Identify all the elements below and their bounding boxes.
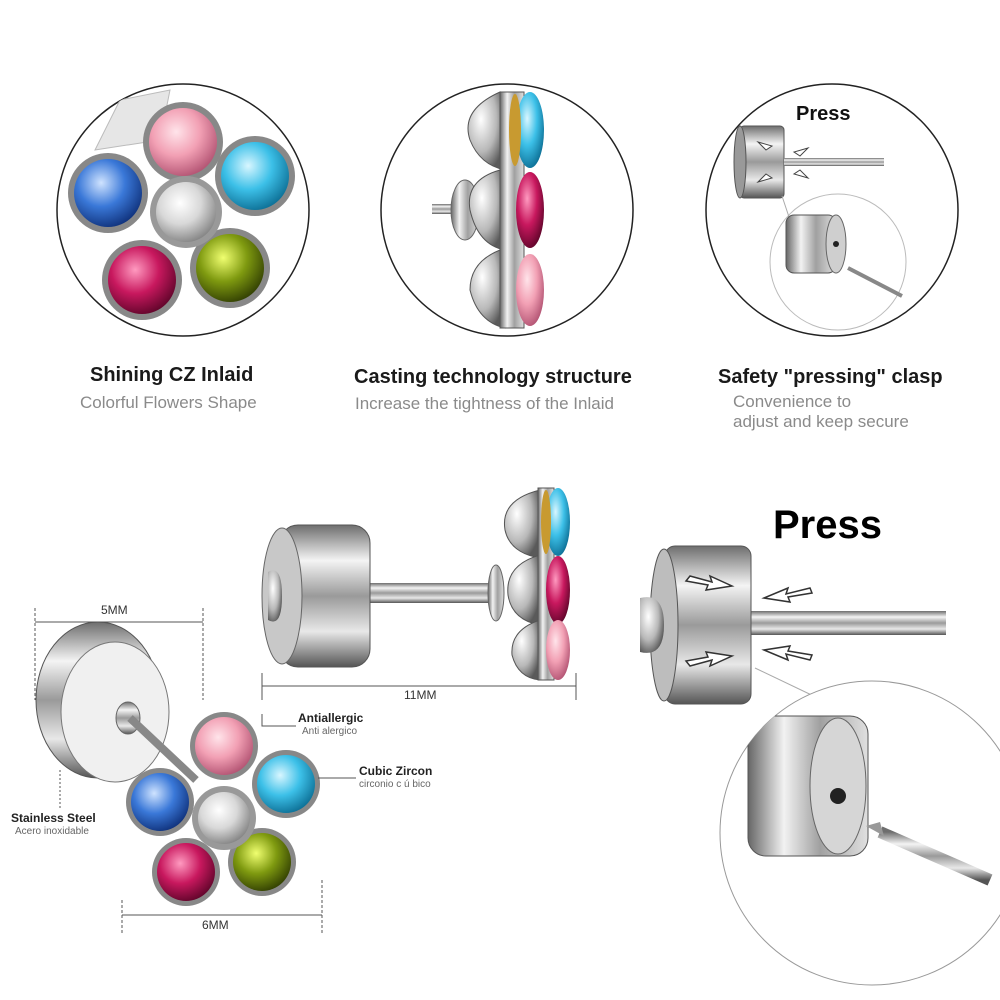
flower-gems-small [126,712,320,906]
feature-circle-clasp [705,83,959,337]
feature-title-3: Safety "pressing" clasp [718,366,943,388]
press-label-large: Press [773,503,882,547]
feature-title-2: Casting technology structure [354,366,632,388]
dimension-11mm [261,673,577,700]
press-label-small: Press [796,103,851,125]
callout-cubic-zircon: Cubic Zircon [359,764,433,778]
feature-circle-flower [56,83,310,337]
feature-circle-casting [380,83,634,337]
dimension-lines-front [34,608,356,935]
flower-gems-large [68,102,295,320]
callout-cubic-zircon-es: circonio c ú bico [359,779,431,790]
press-arrows [684,574,814,668]
callout-antiallergic-es: Anti alergico [302,726,358,737]
callout-antiallergic: Antiallergic [298,711,364,725]
callout-stainless-steel-es: Acero inoxidable [15,826,89,837]
feature-subtitle-3-line2: adjust and keep secure [733,412,909,431]
earring-side-view [261,487,570,681]
callout-stainless-steel: Stainless Steel [11,811,96,825]
dimension-label-5mm: 5MM [101,603,128,617]
earring-front-view [35,621,320,906]
feature-subtitle-3-line1: Convenience to [733,392,852,411]
clasp-closeup [640,545,1000,986]
dimension-label-11mm: 11MM [404,688,437,702]
dimension-label-6mm: 6MM [202,918,229,932]
feature-subtitle-2: Increase the tightness of the Inlaid [355,394,614,413]
feature-subtitle-1: Colorful Flowers Shape [80,393,257,412]
feature-title-1: Shining CZ Inlaid [90,364,254,386]
